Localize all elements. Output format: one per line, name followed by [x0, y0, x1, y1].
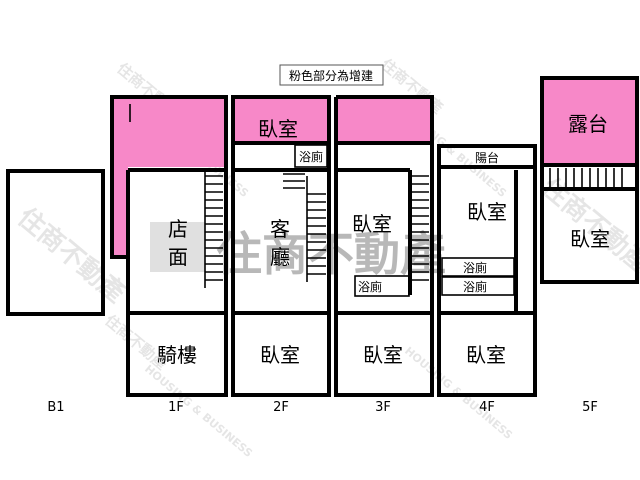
floor-label-4f: 4F — [479, 400, 495, 415]
1f-outline — [110, 95, 228, 397]
room-label-balcony: 陽台 — [475, 150, 499, 165]
room-label-bath: 浴廁 — [463, 260, 487, 275]
room-label-bedroom: 臥室 — [466, 343, 506, 367]
room-label-living: 客 — [270, 217, 290, 241]
floor-label-b1: B1 — [47, 400, 64, 415]
room-label-bedroom: 臥室 — [258, 117, 298, 141]
legend-note: 粉色部分為增建 — [279, 64, 384, 86]
3f-bath-outline — [354, 275, 410, 297]
watermark-logo-mark — [150, 222, 205, 272]
stairs-1f — [204, 172, 223, 288]
room-label-shop: 面 — [168, 245, 188, 269]
room-label-living: 廳 — [270, 245, 290, 269]
addition-area-1f-side — [112, 97, 128, 257]
5f-outline — [540, 76, 639, 284]
room-label-bedroom: 臥室 — [467, 200, 507, 224]
watermark-main: 住商不動產 — [150, 222, 446, 281]
addition-area-2f — [233, 97, 328, 143]
4f-bath-b-outline — [441, 276, 515, 296]
floor-label-2f: 2F — [273, 400, 289, 415]
floor-label-5f: 5F — [582, 400, 598, 415]
room-label-bath: 浴廁 — [463, 279, 487, 294]
room-label-bedroom: 臥室 — [570, 227, 610, 251]
stairs-3f — [412, 175, 429, 281]
room-label-bath: 浴廁 — [358, 279, 382, 294]
legend-note-text: 粉色部分為增建 — [289, 68, 373, 83]
floor-b1: B1 — [6, 169, 105, 415]
room-label-bedroom: 臥室 — [260, 343, 300, 367]
2f-outline — [231, 95, 331, 397]
addition-area-1f-top — [112, 97, 225, 167]
3f-outline — [334, 95, 434, 397]
room-label-bedroom: 臥室 — [352, 212, 392, 236]
watermark-main-text: 住商不動產 — [216, 227, 446, 281]
room-label-shop: 店 — [168, 217, 188, 241]
4f-bath-a-outline — [441, 257, 515, 277]
floor-label-3f: 3F — [375, 400, 391, 415]
b1-outline — [6, 169, 105, 316]
addition-area-5f — [542, 78, 637, 165]
floor-label-1f: 1F — [168, 400, 184, 415]
2f-bath-outline — [294, 144, 328, 168]
floor-4f: 陽台 臥室 浴廁 浴廁 臥室 4F — [437, 144, 537, 415]
room-label-bath: 浴廁 — [299, 149, 323, 164]
stairs-2f — [283, 173, 326, 282]
room-label-terrace: 露台 — [568, 112, 608, 136]
room-label-bedroom: 臥室 — [363, 343, 403, 367]
floor-3f: 臥室 浴廁 臥室 3F — [334, 95, 434, 415]
floor-1f: 店 面 騎樓 1F — [110, 95, 228, 415]
floor-5f: 露台 臥室 5F — [540, 76, 639, 415]
addition-area-3f — [336, 97, 431, 143]
watermark-sub: HOUSING & BUSINESS — [142, 362, 255, 460]
legend-note-box — [279, 64, 384, 86]
stairs-5f — [549, 168, 623, 187]
floor-2f: 臥室 浴廁 客 廳 臥室 2F — [231, 95, 331, 415]
room-label-arcade: 騎樓 — [157, 343, 197, 367]
